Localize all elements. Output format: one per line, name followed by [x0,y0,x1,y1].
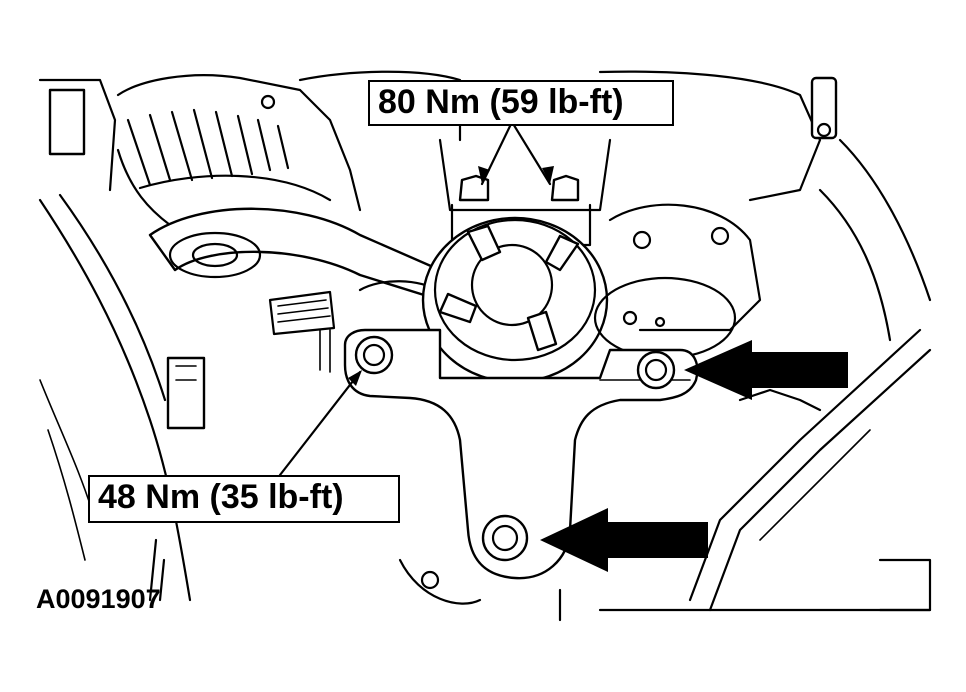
engine-block-left [38,193,206,602]
bolt-left [354,335,394,375]
bolt-right [636,350,676,390]
figure-id-label: A0091907 [36,584,161,614]
pointer-arrow-bottom-bolt [540,508,708,572]
upper-housing [298,70,838,212]
lower-details [319,329,562,622]
leader-lines [278,120,554,477]
torque-callout-lower: 48 Nm (35 lb-ft) [88,475,400,523]
alternator [38,74,362,227]
pointer-arrow-right-bolt [684,340,848,400]
bolt-bottom [481,514,529,562]
drive-belt [148,207,442,336]
tensioner-pulley [593,203,762,360]
bracket-left [166,356,206,430]
torque-callout-upper: 80 Nm (59 lb-ft) [368,80,674,126]
engine-block-right [598,138,932,612]
filter-housing [421,216,609,384]
